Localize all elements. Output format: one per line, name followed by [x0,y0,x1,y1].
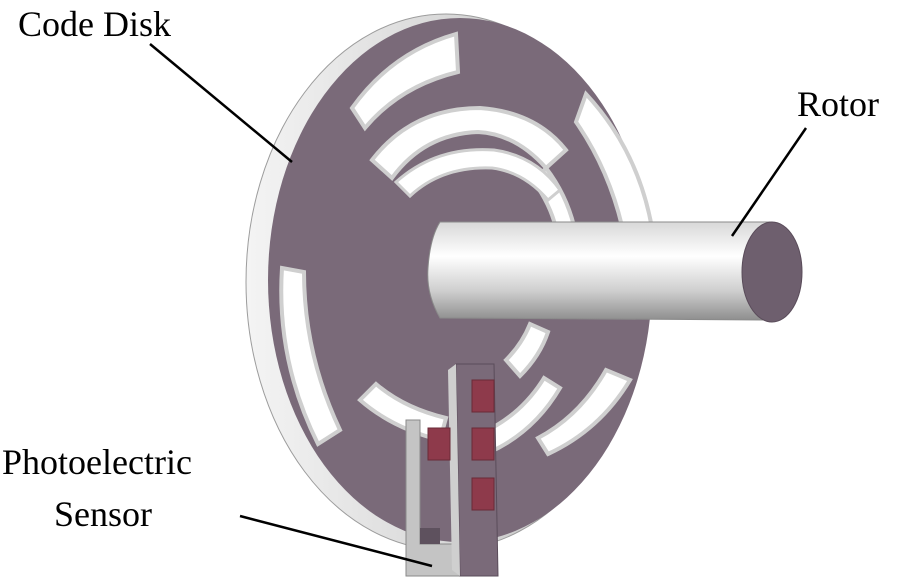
label-rotor: Rotor [797,84,880,124]
leader-line-rotor [730,127,808,237]
label-photoelectric: Photoelectric [2,442,192,482]
sensor-body-side [448,364,460,576]
photoelectric-sensor [405,363,499,577]
detector-2 [471,427,495,461]
rotor-body [427,221,771,321]
outer-slot-top [349,31,461,132]
label-code-disk: Code Disk [18,4,171,44]
emitter [427,427,451,461]
detector-1 [471,379,495,413]
detector-3 [471,477,495,511]
inner-slot-top [369,105,569,181]
outer-slot-bottom-right [535,367,633,457]
label-sensor: Sensor [54,494,152,534]
rotor-end-face [741,221,803,323]
leader-line-code-disk [149,43,293,163]
sensor-arm-shadow [420,528,440,544]
outer-slots [279,31,655,457]
rotor-shaft [427,221,803,323]
leader-line-sensor [239,514,433,568]
outer-slot-left [279,265,343,447]
inner-slot-lower-right [503,321,551,379]
bore-ring [393,148,563,203]
